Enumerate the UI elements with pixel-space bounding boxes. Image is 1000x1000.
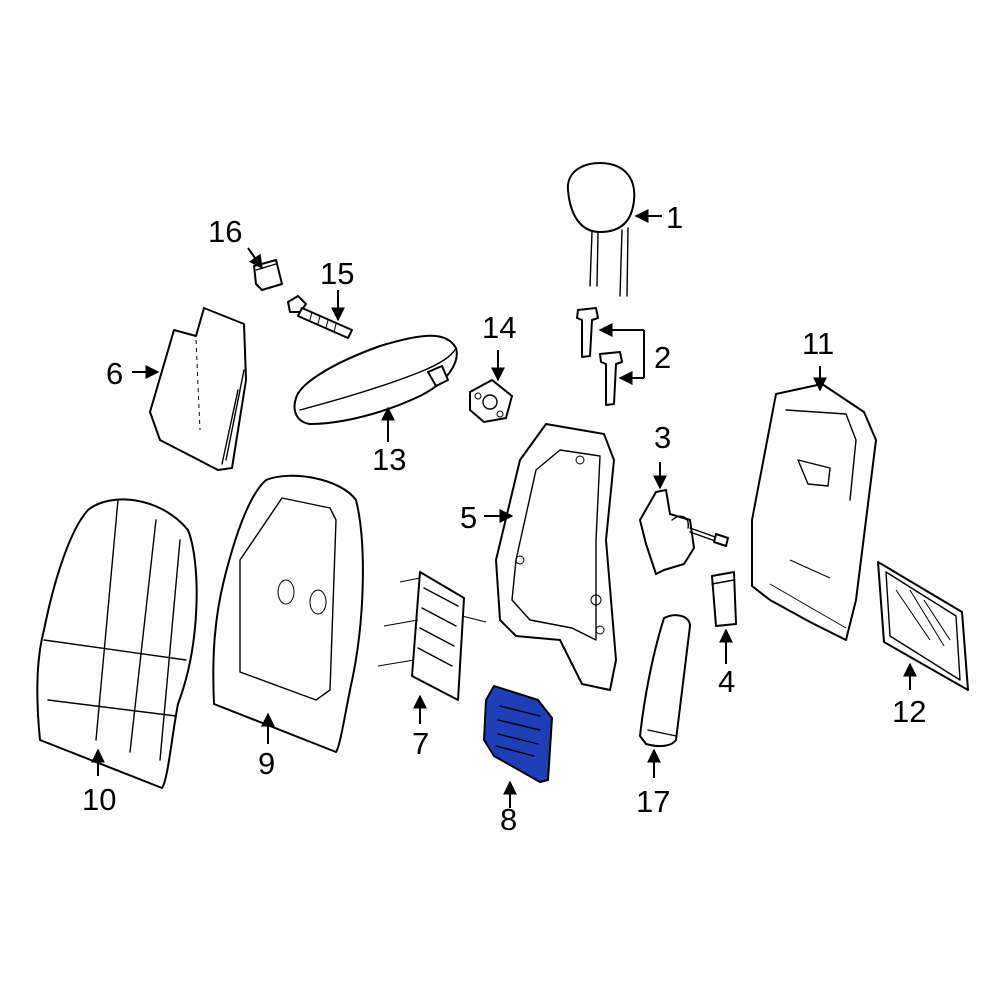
callout-16: 16 bbox=[208, 214, 242, 249]
part-7-spring-mat[interactable] bbox=[377, 571, 487, 701]
part-2-guides[interactable] bbox=[576, 307, 623, 406]
part-1-headrest[interactable] bbox=[566, 162, 636, 297]
leader-16 bbox=[247, 247, 263, 270]
part-8-lumbar-module[interactable] bbox=[483, 685, 553, 783]
callout-1: 1 bbox=[666, 200, 683, 235]
callout-13: 13 bbox=[372, 442, 406, 477]
part-11-back-panel[interactable] bbox=[751, 383, 877, 641]
leader-lines bbox=[91, 209, 917, 808]
callout-3: 3 bbox=[654, 420, 671, 455]
part-15-bolt[interactable] bbox=[287, 295, 353, 339]
part-6-side-panel[interactable] bbox=[149, 307, 247, 471]
part-9-foam-pad[interactable] bbox=[212, 474, 364, 753]
callout-9: 9 bbox=[258, 746, 275, 781]
callout-8: 8 bbox=[500, 802, 517, 837]
callout-14: 14 bbox=[482, 310, 516, 345]
callout-11: 11 bbox=[802, 326, 834, 361]
callout-12: 12 bbox=[892, 694, 926, 729]
part-3-mechanism[interactable] bbox=[639, 489, 729, 575]
callout-labels: 1 2 3 4 5 6 7 8 9 10 11 12 13 14 15 16 1… bbox=[82, 200, 926, 837]
part-10-front-cover[interactable] bbox=[36, 498, 198, 789]
part-17-side-trim[interactable] bbox=[639, 614, 691, 748]
callout-6: 6 bbox=[106, 356, 123, 391]
part-16-cap[interactable] bbox=[253, 259, 283, 291]
callout-15: 15 bbox=[320, 256, 354, 291]
callout-5: 5 bbox=[460, 500, 477, 535]
callout-7: 7 bbox=[412, 726, 429, 761]
part-14-bracket[interactable] bbox=[469, 379, 513, 423]
callout-4: 4 bbox=[718, 664, 735, 699]
callout-2: 2 bbox=[654, 340, 671, 375]
part-4-clip[interactable] bbox=[711, 571, 737, 627]
part-13-armrest[interactable] bbox=[293, 334, 458, 425]
part-5-frame[interactable] bbox=[495, 423, 617, 691]
callout-10: 10 bbox=[82, 782, 116, 817]
part-12-pocket[interactable] bbox=[877, 561, 969, 691]
callout-17: 17 bbox=[636, 784, 670, 819]
